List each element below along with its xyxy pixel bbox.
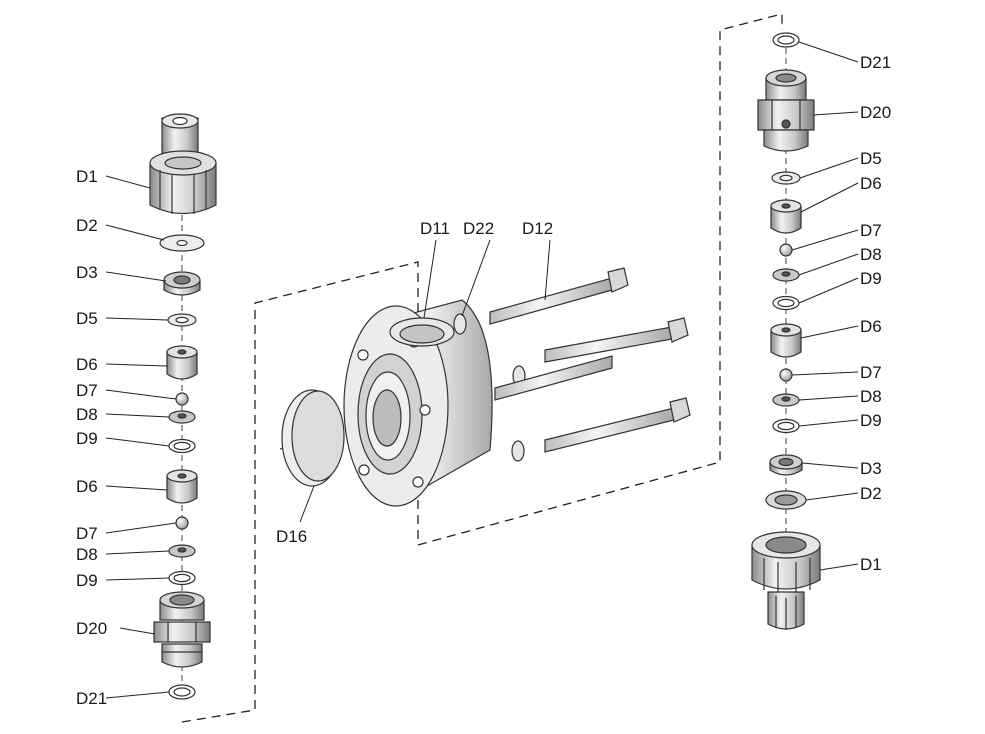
part-d7-right-upper bbox=[779, 243, 793, 257]
label-left-d8-lower: D8 bbox=[76, 545, 98, 564]
label-right-d6-lower: D6 bbox=[860, 317, 882, 336]
label-right-d3: D3 bbox=[860, 459, 882, 478]
part-d5-left bbox=[167, 313, 197, 327]
label-right-d6-upper: D6 bbox=[860, 174, 882, 193]
label-right-d5: D5 bbox=[860, 149, 882, 168]
part-d9-right-upper bbox=[772, 295, 800, 311]
part-d12-bolts bbox=[489, 267, 691, 453]
assembly-path-left bbox=[181, 261, 419, 723]
label-left-d7-upper: D7 bbox=[76, 381, 98, 400]
part-d7-left-lower bbox=[175, 516, 189, 530]
label-right-d2: D2 bbox=[860, 484, 882, 503]
label-right-d7-upper: D7 bbox=[860, 221, 882, 240]
part-d8-right-upper bbox=[772, 268, 800, 282]
part-d8-left-upper bbox=[168, 410, 196, 424]
part-d6-right-lower bbox=[770, 323, 802, 358]
part-d2-right bbox=[765, 490, 807, 510]
part-d9-left-lower bbox=[168, 570, 196, 586]
label-right-d9-lower: D9 bbox=[860, 411, 882, 430]
labels-center: D11 D22 D12 D16 bbox=[276, 219, 553, 546]
part-d16-diaphragm bbox=[279, 389, 345, 487]
part-d2-left bbox=[159, 234, 205, 252]
label-right-d7-lower: D7 bbox=[860, 363, 882, 382]
label-left-d20: D20 bbox=[76, 619, 107, 638]
leader-lines-left bbox=[105, 175, 177, 699]
label-left-d2: D2 bbox=[76, 216, 98, 235]
label-left-d5: D5 bbox=[76, 309, 98, 328]
part-d20-left bbox=[153, 591, 211, 668]
part-d7-right-lower bbox=[779, 368, 793, 382]
label-right-d9-upper: D9 bbox=[860, 269, 882, 288]
label-left-d1: D1 bbox=[76, 167, 98, 186]
label-left-d9-lower: D9 bbox=[76, 571, 98, 590]
part-d8-right-lower bbox=[772, 393, 800, 407]
part-d5-right bbox=[771, 171, 801, 185]
part-d3-right bbox=[769, 454, 803, 476]
part-d9-right-lower bbox=[772, 418, 800, 434]
leader-lines-center bbox=[299, 239, 551, 523]
part-d6-left-upper bbox=[166, 345, 198, 380]
part-d21-left bbox=[168, 684, 196, 700]
part-d20-right bbox=[757, 69, 815, 152]
part-d3-left bbox=[163, 271, 201, 296]
label-left-d21: D21 bbox=[76, 689, 107, 708]
part-pump-head-body bbox=[343, 299, 493, 507]
label-d22: D22 bbox=[463, 219, 494, 238]
leader-lines-right bbox=[791, 41, 859, 571]
label-left-d6-upper: D6 bbox=[76, 355, 98, 374]
label-left-d6-lower: D6 bbox=[76, 477, 98, 496]
label-d16: D16 bbox=[276, 527, 307, 546]
label-d11: D11 bbox=[420, 219, 450, 238]
part-d1-left bbox=[149, 113, 217, 214]
part-d8-left-lower bbox=[168, 544, 196, 558]
label-right-d8-upper: D8 bbox=[860, 245, 882, 264]
part-d1-right bbox=[751, 531, 821, 630]
assembly-path-right bbox=[417, 13, 783, 546]
label-left-d3: D3 bbox=[76, 263, 98, 282]
labels-right: D21 D20 D5 D6 D7 D8 D9 D6 D7 D8 D9 D3 D2… bbox=[860, 53, 891, 574]
part-d7-left-upper bbox=[175, 392, 189, 406]
label-left-d9-upper: D9 bbox=[76, 429, 98, 448]
part-d22-washers bbox=[453, 313, 526, 462]
label-right-d8-lower: D8 bbox=[860, 387, 882, 406]
label-left-d7-lower: D7 bbox=[76, 524, 98, 543]
part-d6-right-upper bbox=[770, 199, 802, 234]
label-right-d20: D20 bbox=[860, 103, 891, 122]
label-left-d8-upper: D8 bbox=[76, 405, 98, 424]
label-right-d1: D1 bbox=[860, 555, 882, 574]
part-d6-left-lower bbox=[166, 469, 198, 504]
labels-left: D1 D2 D3 D5 D6 D7 D8 D9 D6 D7 D8 D9 D20 … bbox=[76, 167, 107, 708]
label-d12: D12 bbox=[522, 219, 553, 238]
label-right-d21: D21 bbox=[860, 53, 891, 72]
part-d21-right bbox=[772, 32, 800, 48]
part-d9-left-upper bbox=[168, 438, 196, 454]
